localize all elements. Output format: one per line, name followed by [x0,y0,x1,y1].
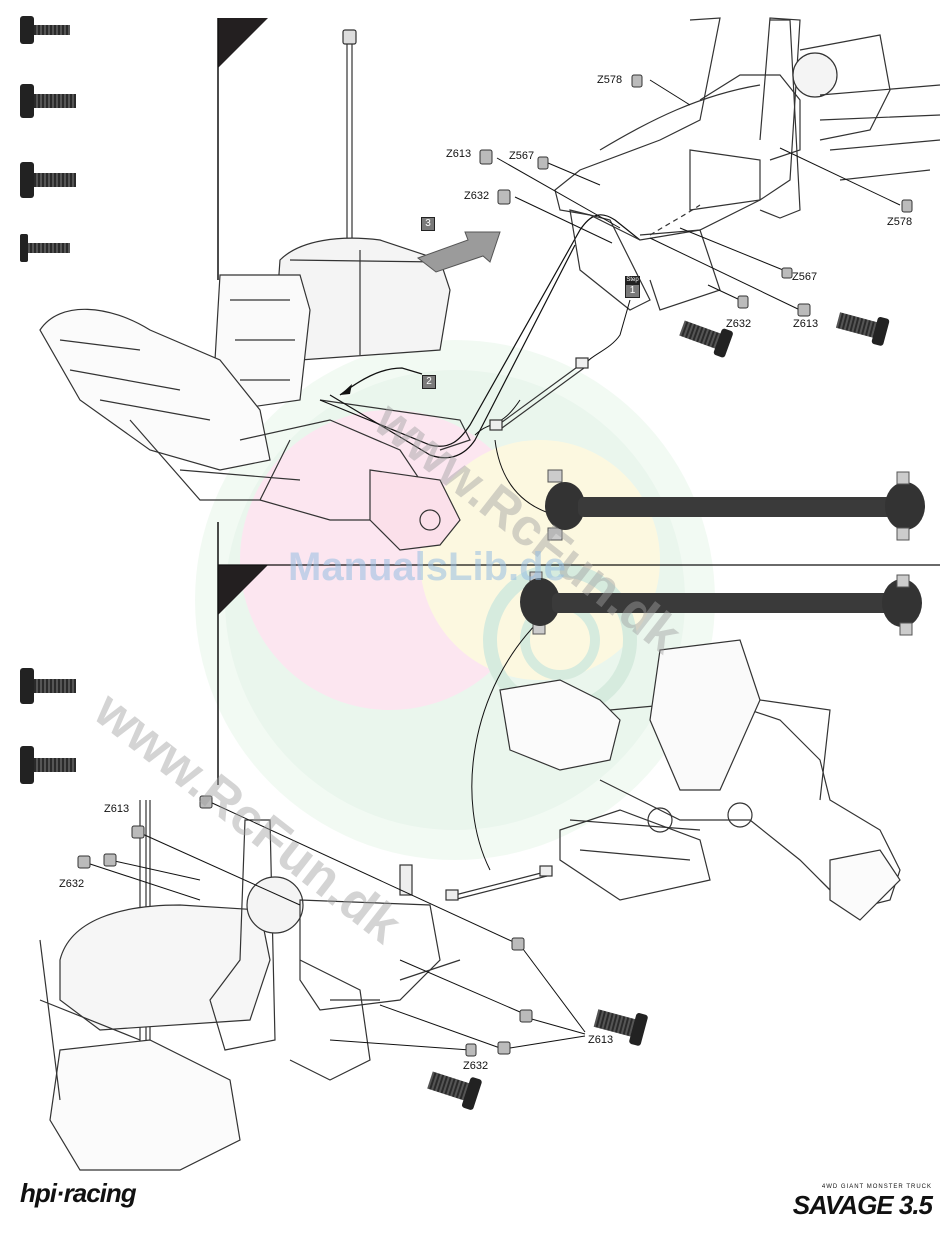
label-z632-d: Z632 [463,1060,488,1072]
label-z578-right: Z578 [887,216,912,228]
step-1-tag: Step 1 [625,276,640,298]
screw-callouts-top [677,306,890,358]
label-z567-b: Z567 [792,271,817,283]
savage-logo: 4WD GIANT MONSTER TRUCK SAVAGE 3.5 [793,1184,932,1221]
hpi-racing-logo: hpi·racing [20,1178,136,1209]
step-tag-label: Step [625,276,640,284]
label-z613-a: Z613 [446,148,471,160]
label-z567-a: Z567 [509,150,534,162]
label-z632-c: Z632 [59,878,84,890]
product-name: SAVAGE 3.5 [793,1190,932,1221]
step-2-box: 2 [422,375,436,389]
label-z613-b: Z613 [793,318,818,330]
step-3-box: 3 [421,217,435,231]
label-z578-top: Z578 [597,74,622,86]
top-right-frame [555,18,940,310]
step-1-box: 1 [625,284,640,298]
label-z613-c: Z613 [104,803,129,815]
label-z632-a: Z632 [464,190,489,202]
screw-legend [20,16,76,784]
label-z613-d: Z613 [588,1034,613,1046]
label-z632-b: Z632 [726,318,751,330]
screw-callouts-bottom [425,1003,648,1111]
watermark-manualslib: ManualsLib.de [288,545,566,590]
